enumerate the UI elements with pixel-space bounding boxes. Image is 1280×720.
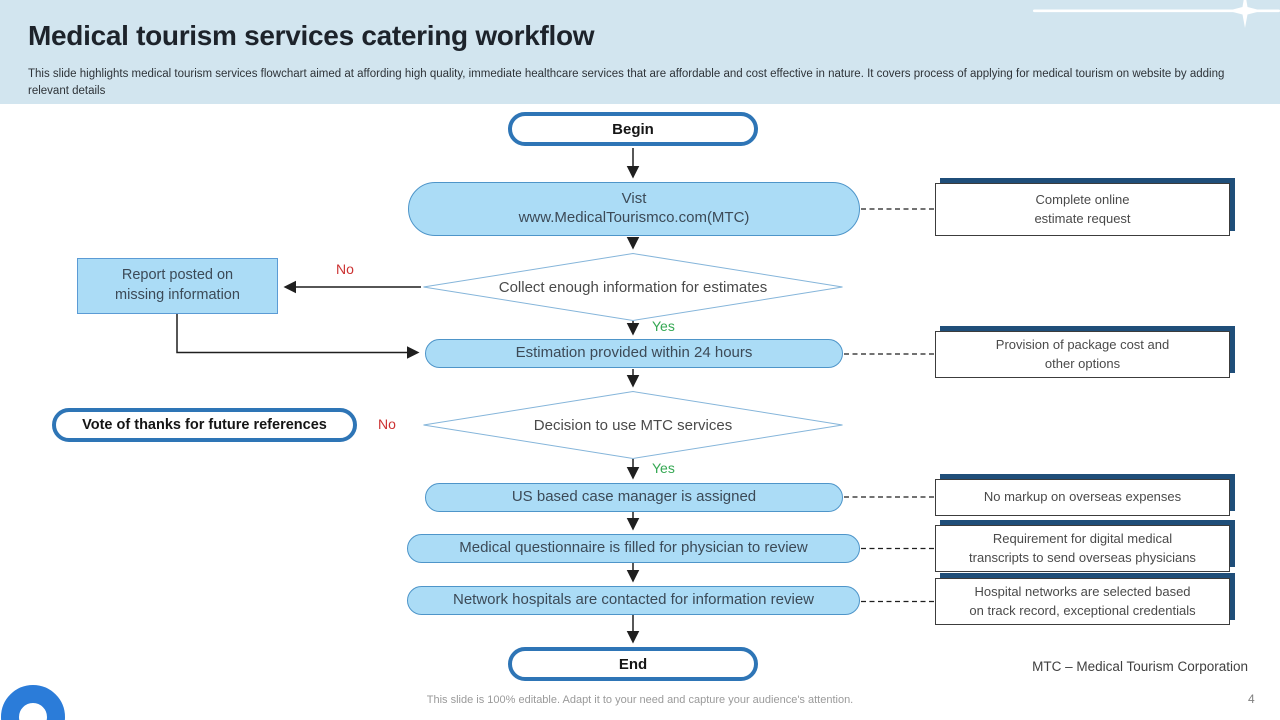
estimation-label: Estimation provided within 24 hours <box>515 344 753 362</box>
diamond-shape <box>423 253 843 321</box>
visit-website-label: Vist www.MedicalTourismco.com(MTC) <box>518 190 750 226</box>
yes-label-decision: Yes <box>652 460 675 476</box>
end-terminal: End <box>508 647 758 681</box>
diamond-collect-information: Collect enough information for estimates <box>423 253 843 321</box>
note-hospital-selection-label: Hospital networks are selected based on … <box>969 584 1196 618</box>
mtc-legend: MTC – Medical Tourism Corporation <box>1032 659 1248 674</box>
note-no-markup-label: No markup on overseas expenses <box>983 489 1182 505</box>
case-manager-label: US based case manager is assigned <box>511 488 757 506</box>
sparkle-decoration <box>1033 0 1280 28</box>
estimation-step: Estimation provided within 24 hours <box>425 339 843 368</box>
questionnaire-step: Medical questionnaire is filled for phys… <box>407 534 860 563</box>
begin-label: Begin <box>612 120 654 138</box>
note-package-cost: Provision of package cost and other opti… <box>935 331 1230 378</box>
report-missing-info-label: Report posted on missing information <box>115 267 240 303</box>
footer-note: This slide is 100% editable. Adapt it to… <box>426 694 854 706</box>
logo-ring-icon <box>1 685 65 720</box>
end-label: End <box>618 655 648 673</box>
network-hospitals-label: Network hospitals are contacted for info… <box>453 591 814 609</box>
visit-website-step: Vist www.MedicalTourismco.com(MTC) <box>408 182 860 236</box>
diamond-decision-mtc: Decision to use MTC services <box>423 391 843 459</box>
network-hospitals-step: Network hospitals are contacted for info… <box>407 586 860 615</box>
diamond-shape <box>423 391 843 459</box>
no-label-decision: No <box>378 416 396 432</box>
yes-label-collect: Yes <box>652 318 675 334</box>
note-no-markup: No markup on overseas expenses <box>935 479 1230 516</box>
begin-terminal: Begin <box>508 112 758 146</box>
note-digital-transcripts: Requirement for digital medical transcri… <box>935 525 1230 572</box>
note-complete-online-estimate: Complete online estimate request <box>935 183 1230 236</box>
questionnaire-label: Medical questionnaire is filled for phys… <box>459 539 808 557</box>
report-missing-info-box: Report posted on missing information <box>77 258 278 314</box>
vote-of-thanks-terminal: Vote of thanks for future references <box>52 408 357 442</box>
no-label-collect: No <box>336 261 354 277</box>
case-manager-step: US based case manager is assigned <box>425 483 843 512</box>
note-hospital-selection: Hospital networks are selected based on … <box>935 578 1230 625</box>
note-package-cost-label: Provision of package cost and other opti… <box>995 337 1170 371</box>
note-digital-transcripts-label: Requirement for digital medical transcri… <box>969 531 1196 565</box>
page-title: Medical tourism services catering workfl… <box>28 20 595 51</box>
diamond-collect-information-label: Collect enough information for estimates <box>498 278 768 296</box>
vote-of-thanks-label: Vote of thanks for future references <box>82 417 327 433</box>
slide-header: Medical tourism services catering workfl… <box>0 0 1280 104</box>
diamond-decision-mtc-label: Decision to use MTC services <box>533 416 733 434</box>
page-subtitle: This slide highlights medical tourism se… <box>28 68 1225 97</box>
note-complete-online-estimate-label: Complete online estimate request <box>1034 192 1131 226</box>
page-number: 4 <box>1248 692 1255 706</box>
